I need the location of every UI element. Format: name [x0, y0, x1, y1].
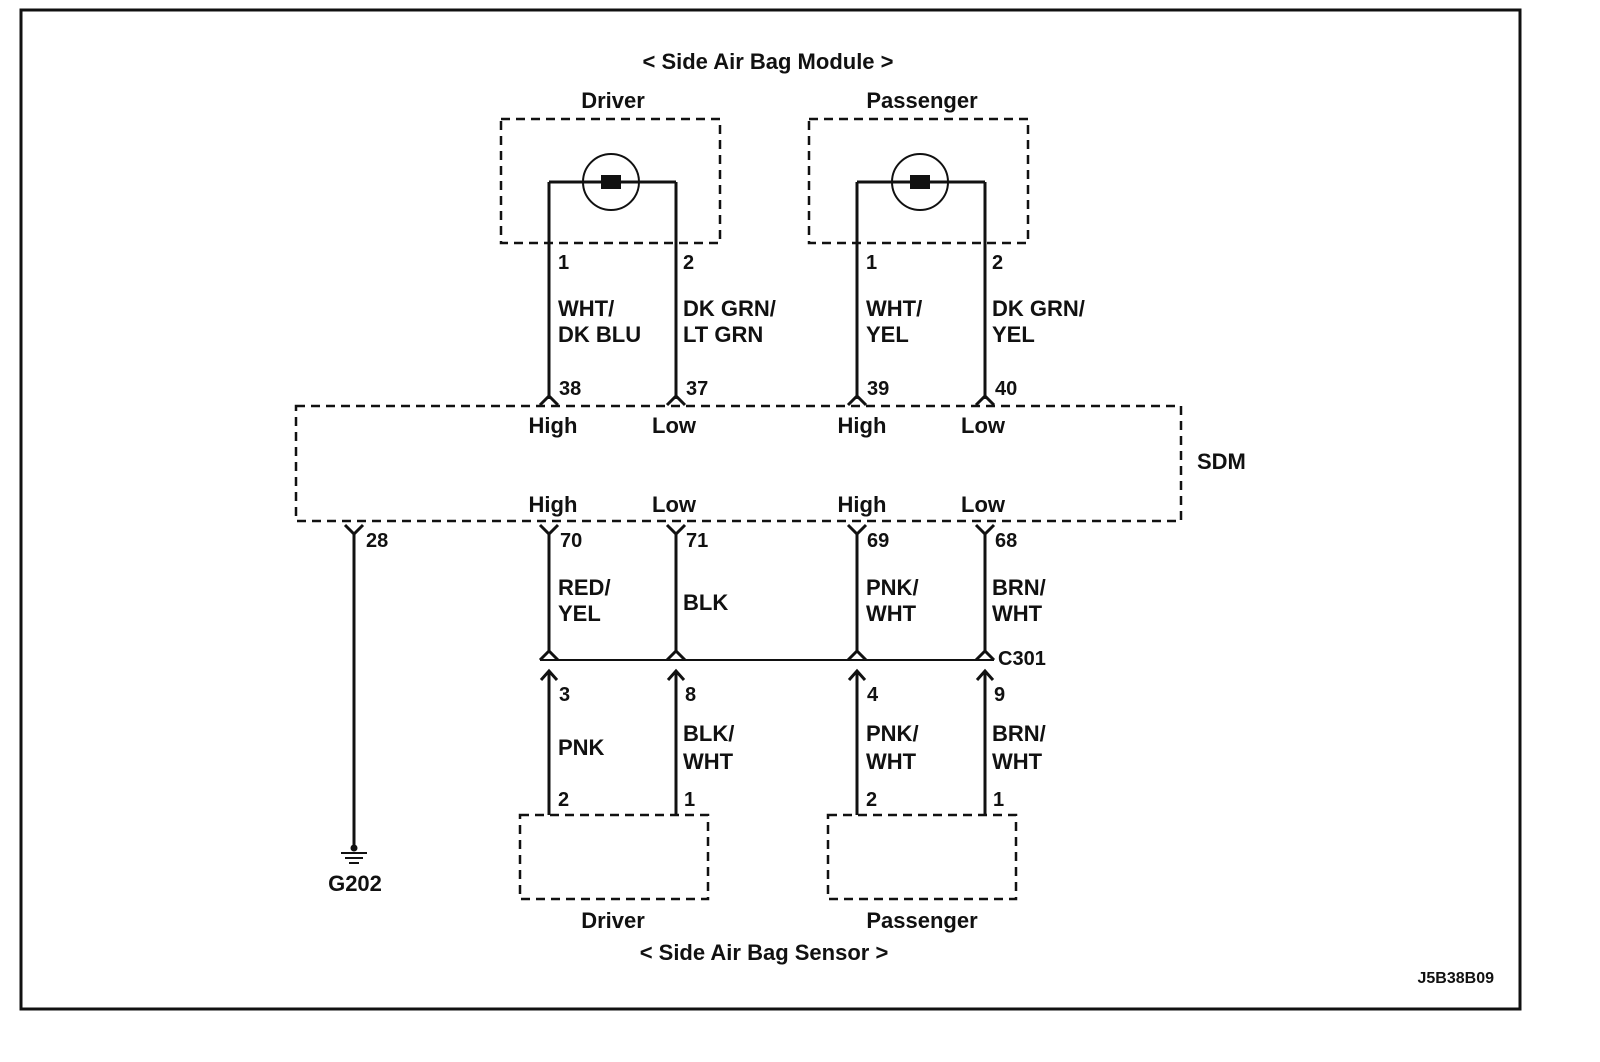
c301-chevron-4: [846, 648, 868, 662]
wire-color-sensor-passenger-2: WHT: [866, 749, 917, 774]
sdm-connector-40: [974, 393, 996, 407]
sdm-label-passenger-high-bottom: High: [838, 492, 887, 517]
sdm-terminal-28: 28: [366, 530, 388, 552]
c301-chevron-8: [665, 648, 687, 662]
sdm-label-passenger-low-bottom: Low: [961, 492, 1006, 517]
c301-pin-3: 3: [559, 684, 570, 706]
passenger-module-box: [807, 117, 1030, 245]
wire-color-sensor-driver-1: WHT: [683, 749, 734, 774]
sensor-driver-label: Driver: [581, 908, 645, 933]
sdm-label-driver-low-top: Low: [652, 413, 697, 438]
sdm-label-driver-high-bottom: High: [529, 492, 578, 517]
passenger-module-pin-2: 2: [992, 252, 1003, 274]
c301-arrow-4: [847, 668, 867, 681]
sdm-connector-69: [846, 523, 868, 537]
sdm-connector-70: [538, 523, 560, 537]
wire-color-sdm-driver-high: RED/: [558, 575, 611, 600]
wire-color-sdm-driver-low: BLK: [683, 590, 728, 615]
c301-label: C301: [998, 648, 1046, 670]
module-passenger-label: Passenger: [866, 88, 978, 113]
sdm-label-passenger-low-top: Low: [961, 413, 1006, 438]
sdm-terminal-68: 68: [995, 530, 1017, 552]
sensor-title: < Side Air Bag Sensor >: [640, 940, 889, 965]
wire-color-passenger-high: YEL: [866, 322, 909, 347]
figure-id: J5B38B09: [1418, 970, 1495, 987]
module-driver-label: Driver: [581, 88, 645, 113]
sdm-connector-68: [974, 523, 996, 537]
sdm-label-driver-low-bottom: Low: [652, 492, 697, 517]
sdm-connector-71: [665, 523, 687, 537]
sdm-terminal-38: 38: [559, 378, 581, 400]
wire-color-driver-high: WHT/: [558, 296, 614, 321]
wire-color-sensor-driver-2: PNK: [558, 735, 605, 760]
sdm-label-passenger-high-top: High: [838, 413, 887, 438]
sdm-terminal-37: 37: [686, 378, 708, 400]
passenger-sensor-box: [826, 813, 1018, 901]
sdm-label: SDM: [1197, 449, 1246, 474]
wire-color-sensor-passenger-2: PNK/: [866, 721, 919, 746]
c301-arrow-9: [975, 668, 995, 681]
c301-pin-4: 4: [867, 684, 879, 706]
driver-sensor-box: [518, 813, 710, 901]
sdm-connector-39: [846, 393, 868, 407]
sensor-passenger-pin-2: 2: [866, 789, 877, 811]
wire-color-sensor-passenger-1: BRN/: [992, 721, 1046, 746]
sensor-driver-pin-2: 2: [558, 789, 569, 811]
driver-module-box: [499, 117, 722, 245]
wire-color-sdm-driver-high: YEL: [558, 601, 601, 626]
module-title: < Side Air Bag Module >: [642, 49, 893, 74]
sensor-driver-pin-1: 1: [684, 789, 695, 811]
wire-color-passenger-low: YEL: [992, 322, 1035, 347]
sensor-passenger-pin-1: 1: [993, 789, 1004, 811]
wire-color-passenger-high: WHT/: [866, 296, 922, 321]
c301-arrow-8: [666, 668, 686, 681]
diagram-frame: [19, 8, 1522, 1011]
ground-label: G202: [328, 871, 382, 896]
ground-splice-dot: [350, 844, 358, 852]
sdm-terminal-40: 40: [995, 378, 1017, 400]
wire-color-passenger-low: DK GRN/: [992, 296, 1085, 321]
sdm-label-driver-high-top: High: [529, 413, 578, 438]
sdm-connector-37: [665, 393, 687, 407]
wire-color-driver-low: DK GRN/: [683, 296, 776, 321]
sdm-connector-38: [538, 393, 560, 407]
sdm-box: [294, 404, 1183, 523]
c301-chevron-3: [538, 648, 560, 662]
sdm-terminal-70: 70: [560, 530, 582, 552]
sdm-connector-28: [343, 523, 365, 537]
sensor-passenger-label: Passenger: [866, 908, 978, 933]
sdm-terminal-39: 39: [867, 378, 889, 400]
wire-color-sensor-passenger-1: WHT: [992, 749, 1043, 774]
c301-arrow-3: [539, 668, 559, 681]
sdm-terminal-69: 69: [867, 530, 889, 552]
wire-color-sdm-passenger-high: PNK/: [866, 575, 919, 600]
wire-color-driver-high: DK BLU: [558, 322, 641, 347]
wire-color-sdm-passenger-low: WHT: [992, 601, 1043, 626]
c301-chevron-9: [974, 648, 996, 662]
driver-module-pin-2: 2: [683, 252, 694, 274]
wire-color-sdm-passenger-high: WHT: [866, 601, 917, 626]
passenger-module-pin-1: 1: [866, 252, 877, 274]
sdm-terminal-71: 71: [686, 530, 708, 552]
wire-color-sdm-passenger-low: BRN/: [992, 575, 1046, 600]
c301-pin-8: 8: [685, 684, 696, 706]
wire-color-driver-low: LT GRN: [683, 322, 763, 347]
wire-color-sensor-driver-1: BLK/: [683, 721, 734, 746]
c301-pin-9: 9: [994, 684, 1005, 706]
driver-module-pin-1: 1: [558, 252, 569, 274]
